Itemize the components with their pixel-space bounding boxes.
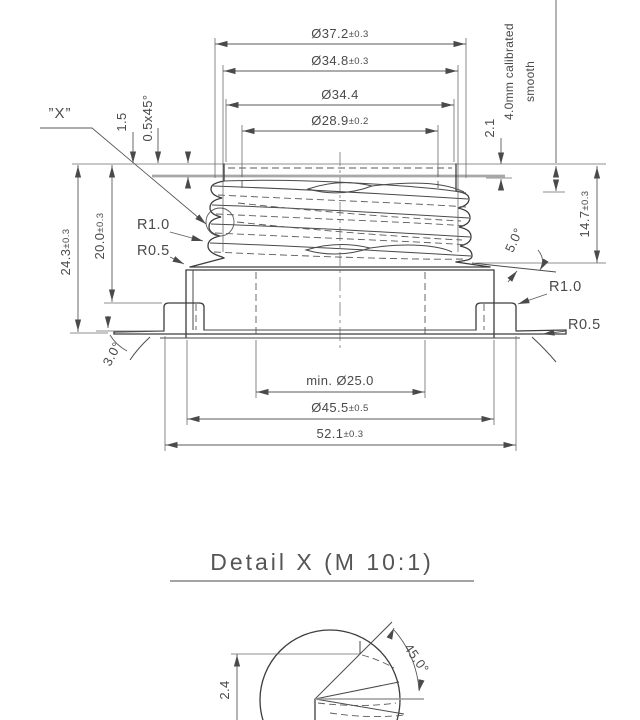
detail-x-label: ”X” (49, 105, 72, 122)
detail-view: Detail X (M 10:1) 2.4 45.0° (170, 549, 474, 720)
detail-reference: ”X” (40, 105, 235, 237)
dim-text-2-4: 2.4 (217, 680, 232, 699)
label-r05-right: R0.5 (568, 317, 601, 333)
dim-dia-28-9: Ø28.9±0.2 (241, 113, 439, 170)
dim-1-5: 1.5 (114, 112, 192, 189)
dim-angle-3: 3.0° (96, 316, 163, 368)
dim-text-dia-25-min: min. Ø25.0 (306, 373, 374, 388)
dim-dia-37-2: Ø37.2±0.3 (214, 26, 467, 178)
dim-dia-34-8: Ø34.8±0.3 (222, 53, 459, 252)
dim-angle-45: 45.0° (386, 627, 432, 692)
dim-24-3: 24.3±0.3 (58, 165, 108, 334)
radius-labels-right: R1.0 R0.5 (517, 279, 601, 336)
dim-text-1-5: 1.5 (114, 112, 129, 131)
dim-text-dia-34-4: Ø34.4 (321, 87, 358, 102)
detail-circle (259, 629, 401, 720)
flange-wings (113, 329, 567, 363)
label-r05-left: R0.5 (137, 243, 170, 259)
dim-14-7: 14.7±0.3 (476, 166, 606, 264)
dim-text-angle-3: 3.0° (100, 339, 125, 368)
dim-chamfer: 0.5x45° (140, 94, 162, 163)
dim-dia-45-5: Ø45.5±0.5 (186, 340, 495, 425)
dim-text-14-7: 14.7±0.3 (577, 191, 592, 238)
dim-52-1: 52.1±0.3 (164, 336, 517, 451)
dim-text-dia-45-5: Ø45.5±0.5 (311, 400, 368, 415)
dim-text-24-3: 24.3±0.3 (58, 229, 73, 276)
dim-2-4: 2.4 (217, 653, 360, 720)
detail-x-circle (205, 207, 235, 237)
dim-2-1: 2.1 (482, 118, 505, 191)
dim-text-dia-28-9: Ø28.9±0.2 (311, 113, 368, 128)
dim-20-0: 20.0±0.3 (92, 165, 162, 304)
radius-labels-left: R1.0 R0.5 (137, 217, 204, 265)
dim-text-chamfer: 0.5x45° (140, 94, 155, 141)
dim-angle-5: 5.0° (471, 226, 557, 283)
note-calibrated-line1: 4.0mm calibrated (502, 23, 516, 120)
thread-profile (207, 179, 473, 263)
dim-text-20-0: 20.0±0.3 (92, 213, 107, 260)
label-r1-left: R1.0 (137, 217, 170, 233)
label-r1-right: R1.0 (549, 279, 582, 295)
dim-dia-34-4: Ø34.4 (225, 87, 455, 162)
dim-text-2-1: 2.1 (482, 118, 497, 137)
main-view: Ø37.2±0.3 Ø34.8±0.3 Ø34.4 Ø28.9±0.2 min.… (40, 0, 606, 451)
dim-text-52-1: 52.1±0.3 (317, 426, 364, 441)
detail-title: Detail X (M 10:1) (210, 549, 434, 575)
dim-text-dia-34-8: Ø34.8±0.3 (311, 53, 368, 68)
dim-dia-25-min: min. Ø25.0 (255, 340, 426, 398)
body-skirt (185, 257, 495, 339)
neck-bead (223, 163, 457, 192)
dim-text-angle-5: 5.0° (502, 226, 526, 255)
dim-text-angle-45: 45.0° (401, 641, 432, 676)
detail-thread-section (314, 621, 424, 720)
note-calibrated: 4.0mm calibrated smooth (502, 0, 560, 191)
dim-text-dia-37-2: Ø37.2±0.3 (311, 26, 368, 41)
bayonet-lugs (163, 302, 517, 331)
note-calibrated-line2: smooth (523, 61, 537, 102)
